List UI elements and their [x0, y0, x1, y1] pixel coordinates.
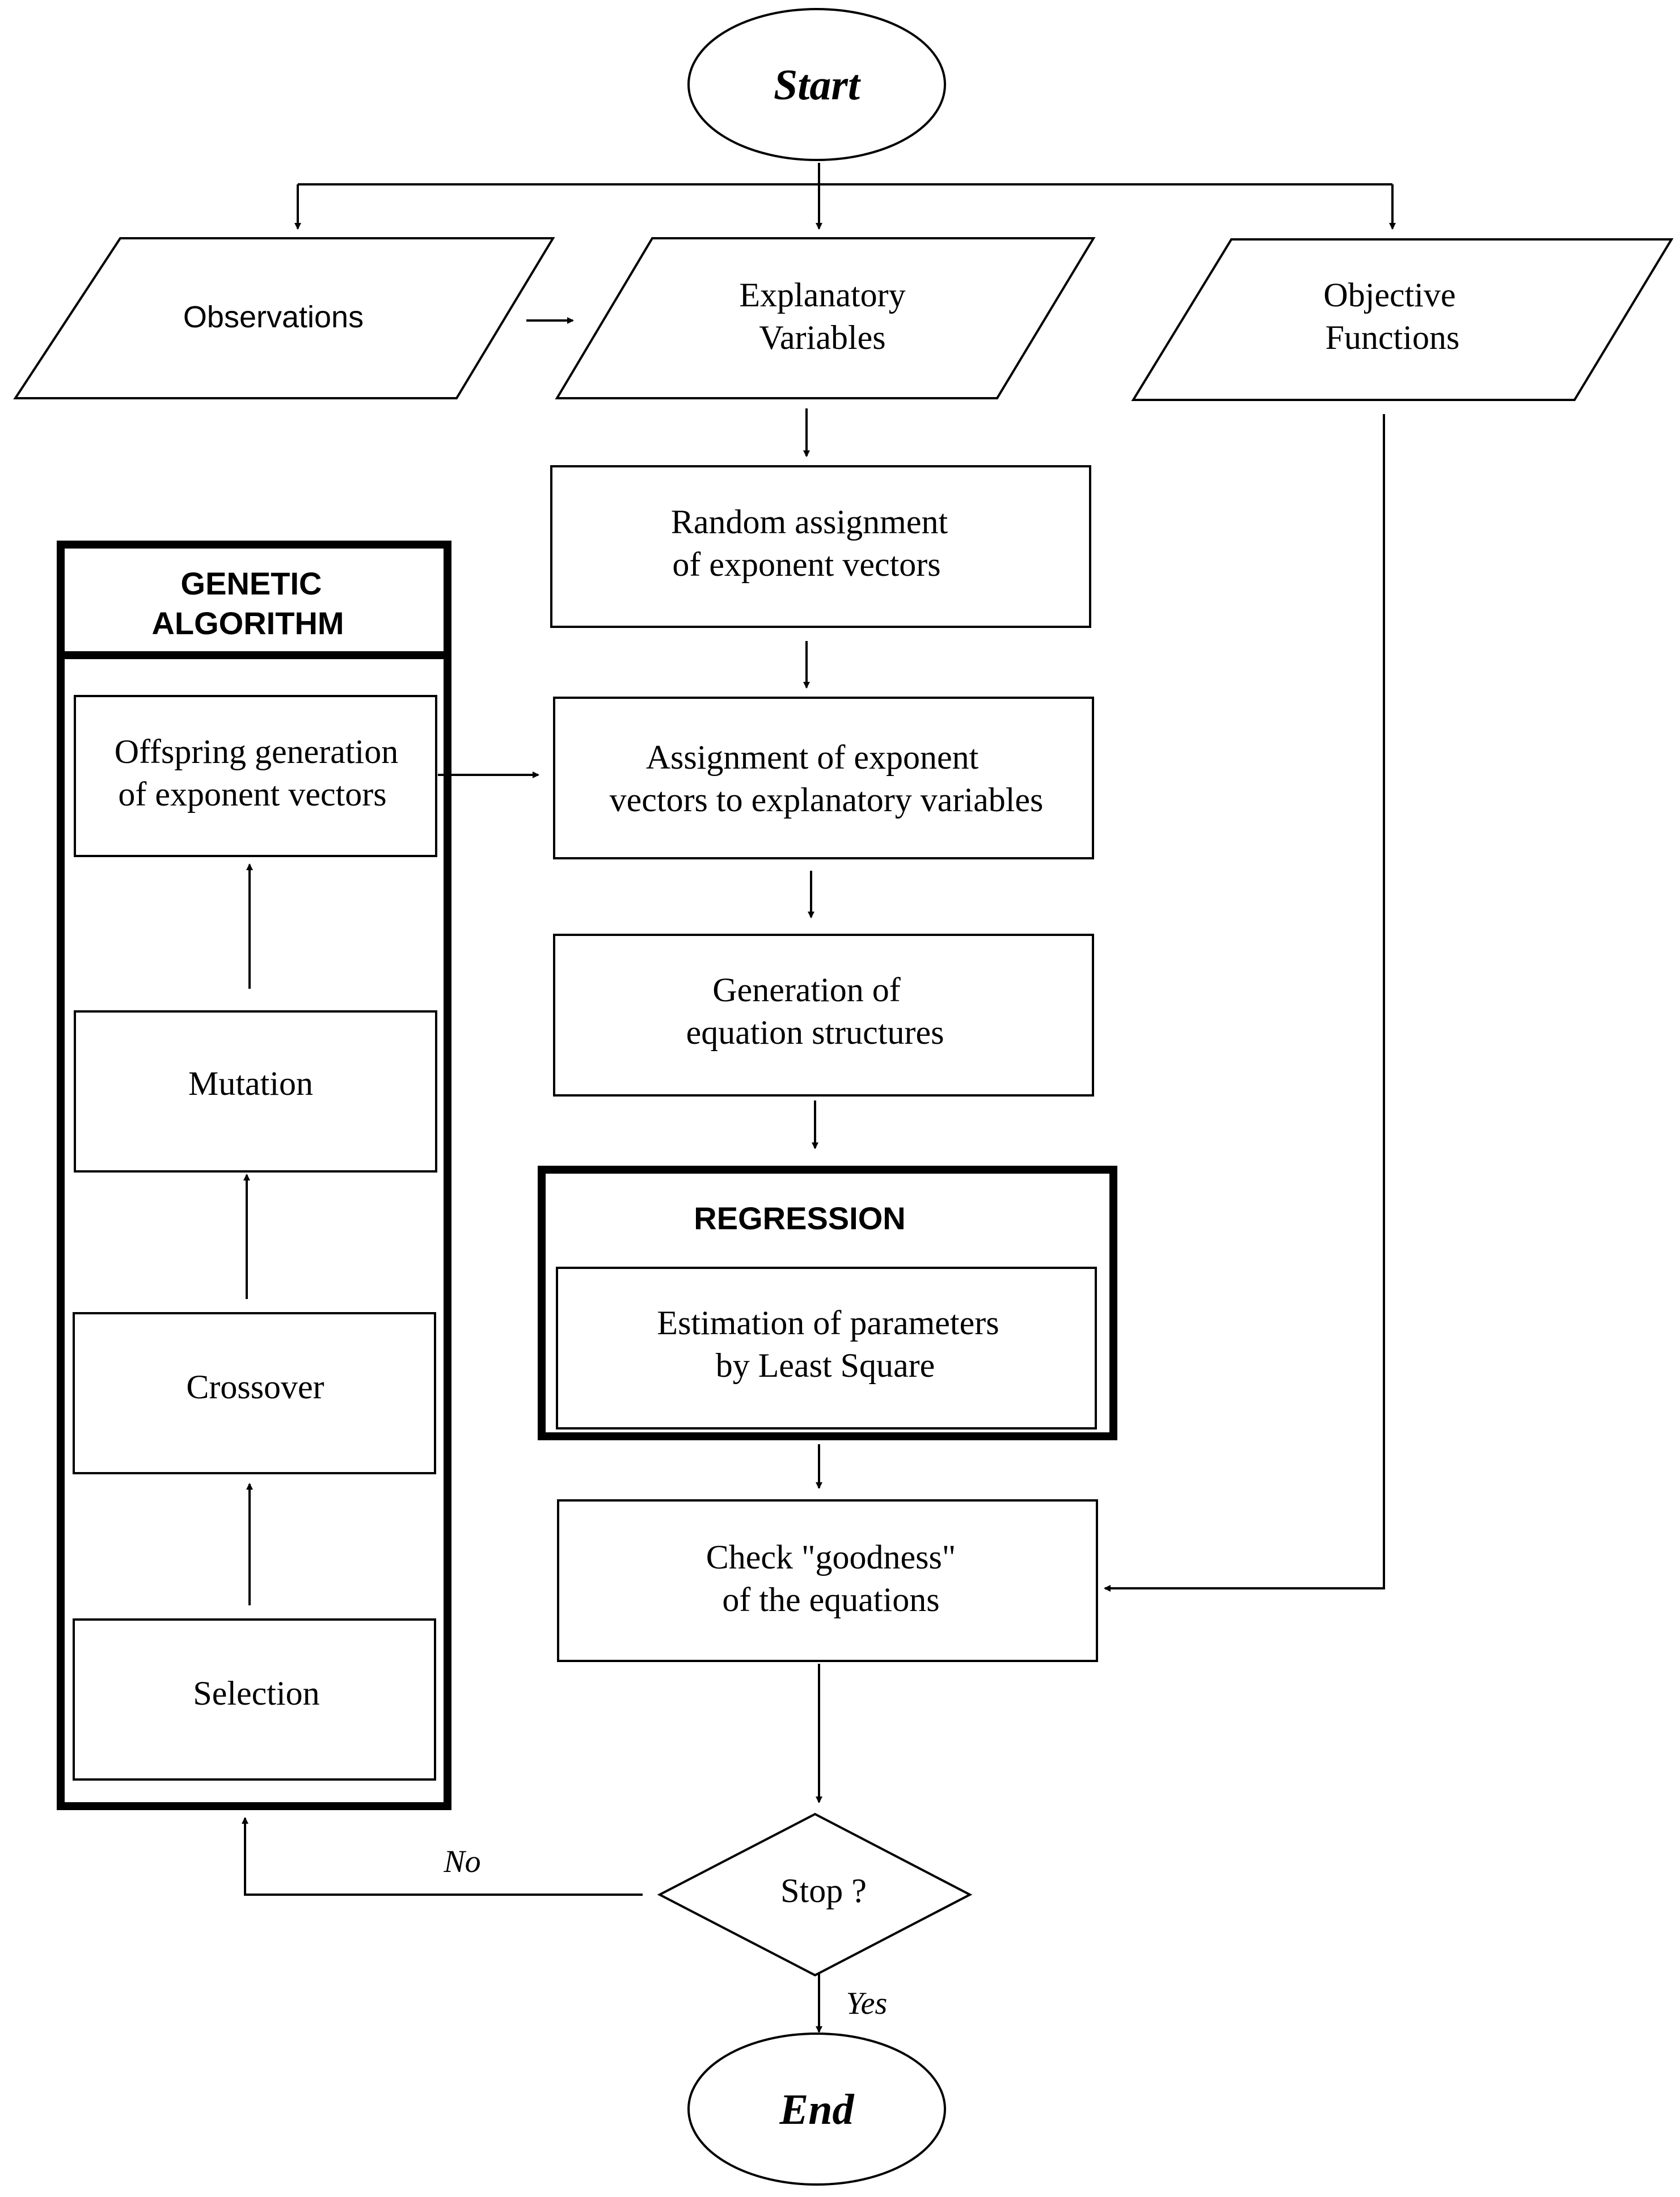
- generation-line2: equation structures: [686, 1014, 944, 1051]
- objective-label-line2: Functions: [1326, 319, 1460, 356]
- observations-label: Observations: [183, 300, 364, 334]
- end-label: End: [779, 2086, 855, 2133]
- explanatory-variables-input: Explanatory Variables: [555, 237, 1096, 399]
- random-assignment-line1: Random assignment: [671, 503, 948, 541]
- assignment-line2: vectors to explanatory variables: [610, 781, 1044, 819]
- objective-functions-input: Objective Functions: [1131, 238, 1674, 401]
- assignment-line1: Assignment of exponent: [646, 739, 979, 776]
- estimation-line2: by Least Square: [716, 1347, 935, 1384]
- start-terminal: Start: [687, 8, 946, 161]
- genetic-algorithm-title-line2: ALGORITHM: [151, 605, 344, 641]
- crossover-label: Crossover: [186, 1368, 324, 1406]
- check-line1: Check "goodness": [706, 1538, 956, 1576]
- arrow-stop-to-genetic-algorithm: [242, 1817, 643, 1896]
- stop-decision: Stop ?: [657, 1812, 973, 1977]
- no-branch-label: No: [443, 1844, 480, 1879]
- objective-label-line1: Objective: [1323, 276, 1455, 314]
- selection-step: Selection: [73, 1618, 436, 1781]
- arrow-objective-to-check: [1104, 414, 1385, 1592]
- start-label: Start: [774, 61, 862, 109]
- estimation-line1: Estimation of parameters: [657, 1304, 999, 1342]
- stop-question: Stop ?: [780, 1872, 867, 1909]
- generation-step: Generation of equation structures: [553, 934, 1094, 1097]
- mutation-step: Mutation: [74, 1010, 437, 1173]
- regression-block: REGRESSION Estimation of parameters by L…: [538, 1166, 1117, 1440]
- end-terminal: End: [687, 2032, 946, 2186]
- check-goodness-step: Check "goodness" of the equations: [557, 1499, 1098, 1662]
- explanatory-label-line2: Variables: [759, 319, 885, 356]
- genetic-algorithm-panel: GENETIC ALGORITHM Offspring generation o…: [57, 541, 451, 1810]
- observations-input: Observations: [13, 237, 555, 399]
- random-assignment-line2: of exponent vectors: [672, 546, 940, 583]
- offspring-line2: of exponent vectors: [118, 775, 386, 813]
- explanatory-label-line1: Explanatory: [739, 276, 905, 314]
- offspring-line1: Offspring generation: [115, 733, 398, 770]
- check-line2: of the equations: [722, 1581, 939, 1618]
- regression-title: REGRESSION: [694, 1200, 905, 1236]
- selection-label: Selection: [193, 1675, 319, 1712]
- connectors: [242, 163, 1396, 2033]
- mutation-label: Mutation: [188, 1065, 313, 1102]
- generation-line1: Generation of: [712, 971, 901, 1009]
- random-assignment-step: Random assignment of exponent vectors: [550, 465, 1091, 628]
- genetic-algorithm-title-line1: GENETIC: [181, 566, 322, 601]
- crossover-step: Crossover: [73, 1312, 436, 1474]
- yes-branch-label: Yes: [846, 1986, 888, 2021]
- offspring-generation-step: Offspring generation of exponent vectors: [74, 695, 437, 857]
- assignment-step: Assignment of exponent vectors to explan…: [553, 697, 1094, 859]
